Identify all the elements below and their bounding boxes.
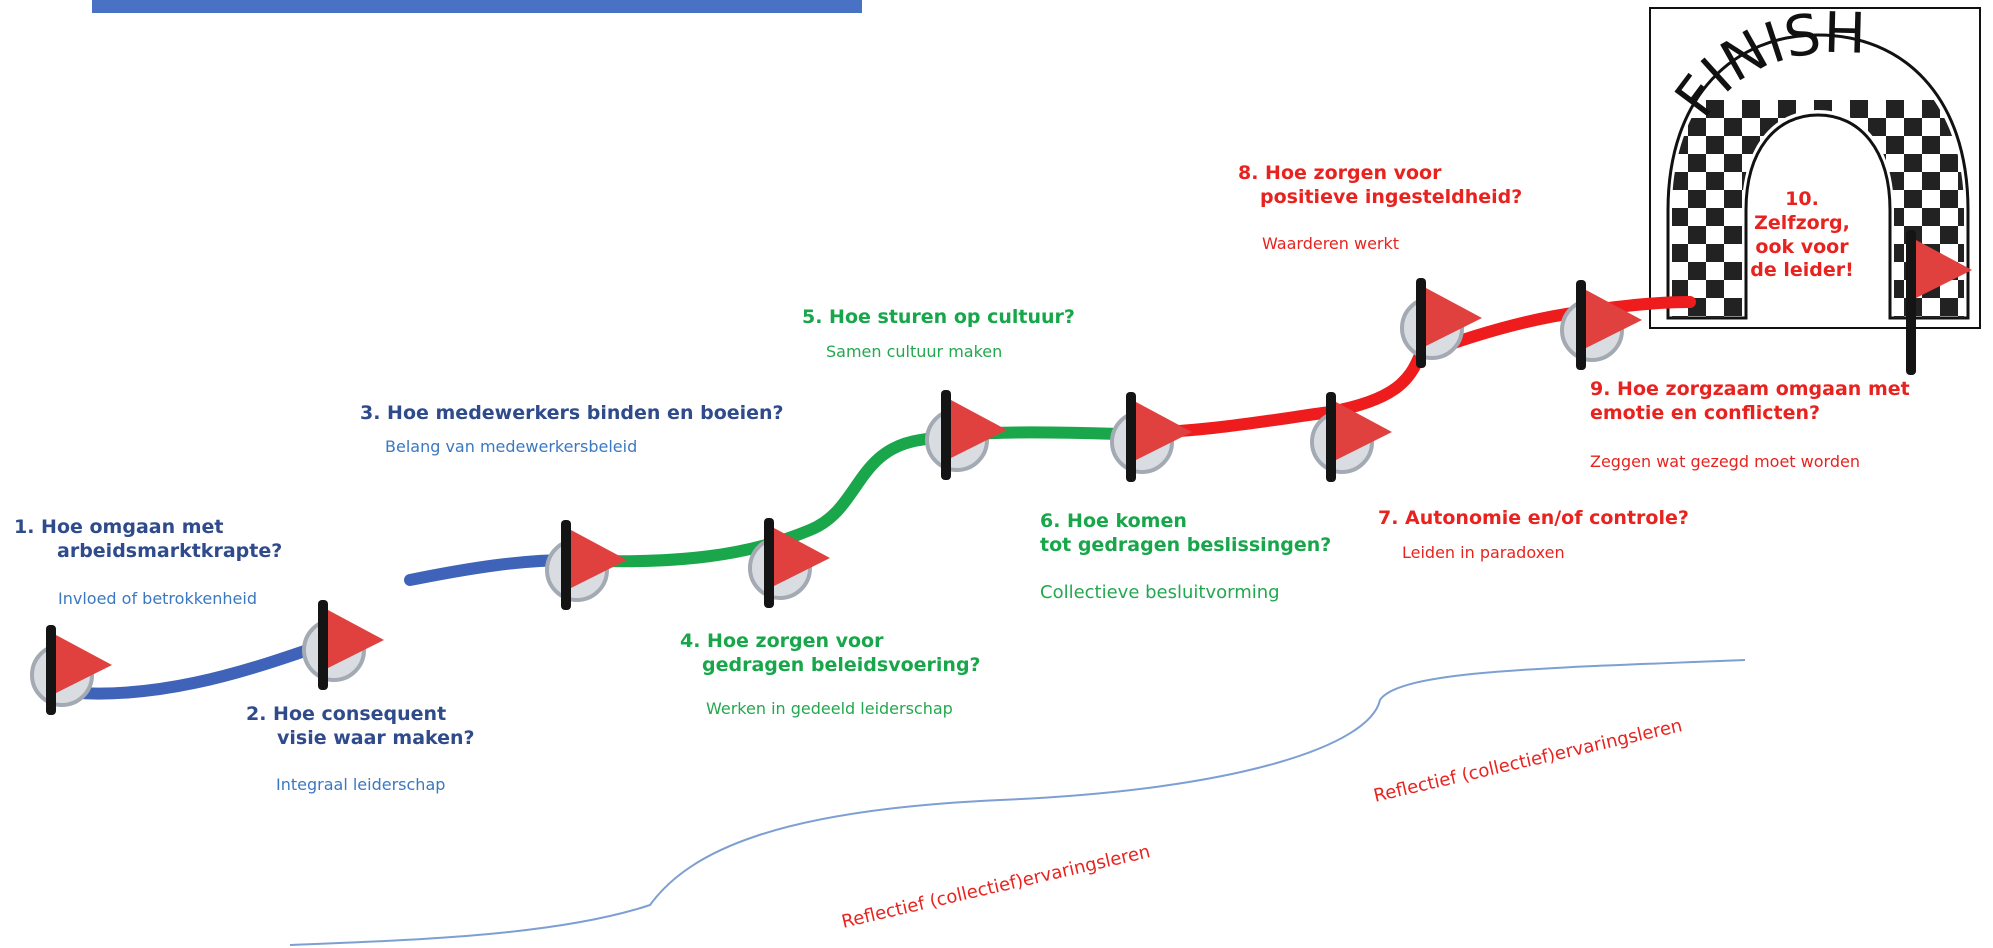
flag-pole [1126,392,1136,482]
flag-pole [1416,278,1426,368]
step-7-title: 7. Autonomie en/of controle? [1378,507,1689,529]
road-green-segment [564,426,1126,568]
flag-pennant [571,530,627,588]
flag-marker-9 [1560,280,1642,370]
flag-pennant [56,635,112,693]
flag-pole [1906,230,1916,375]
flag-pole [941,390,951,480]
flag-pole [764,518,774,608]
flag-pole [1576,280,1586,370]
flag-marker-3 [545,520,627,610]
flag-pennant [1916,240,1972,298]
flag-pole [46,625,56,715]
flag-pennant [1426,288,1482,346]
step-8-subtitle: Waarderen werkt [1262,234,1400,253]
step-5-title: 5. Hoe sturen op cultuur? [802,306,1075,328]
flag-marker-5 [925,390,1007,480]
flag-marker-1 [30,625,112,715]
flag-pennant [1136,402,1192,460]
step-9-subtitle: Zeggen wat gezegd moet worden [1590,452,1860,471]
flag-marker-4 [748,518,830,608]
flag-pennant [1586,290,1642,348]
step-1-subtitle: Invloed of betrokkenheid [58,589,257,608]
step-4-subtitle: Werken in gedeeld leiderschap [706,699,953,718]
step-7-subtitle: Leiden in paradoxen [1402,543,1565,562]
finish-arch: FINISH [1649,1,1981,329]
flag-marker-7 [1310,392,1392,482]
flag-marker-8 [1400,278,1482,368]
flag-marker-10 [1906,230,1972,375]
flag-pole [318,600,328,690]
top-banner-bar [92,0,862,13]
flag-marker-6 [1110,392,1192,482]
step-3-subtitle: Belang van medewerkersbeleid [385,437,638,456]
flag-pennant [1336,402,1392,460]
reflection-curve [289,659,1746,946]
flag-pennant [328,610,384,668]
step-5-subtitle: Samen cultuur maken [826,342,1003,361]
step-3-title: 3. Hoe medewerkers binden en boeien? [360,402,784,424]
flag-pennant [774,528,830,586]
flag-pennant [951,400,1007,458]
flag-pole [561,520,571,610]
step-2-subtitle: Integraal leiderschap [276,775,446,794]
step-6-subtitle: Collectieve besluitvorming [1040,582,1280,603]
flag-marker-2 [302,600,384,690]
flag-pole [1326,392,1336,482]
